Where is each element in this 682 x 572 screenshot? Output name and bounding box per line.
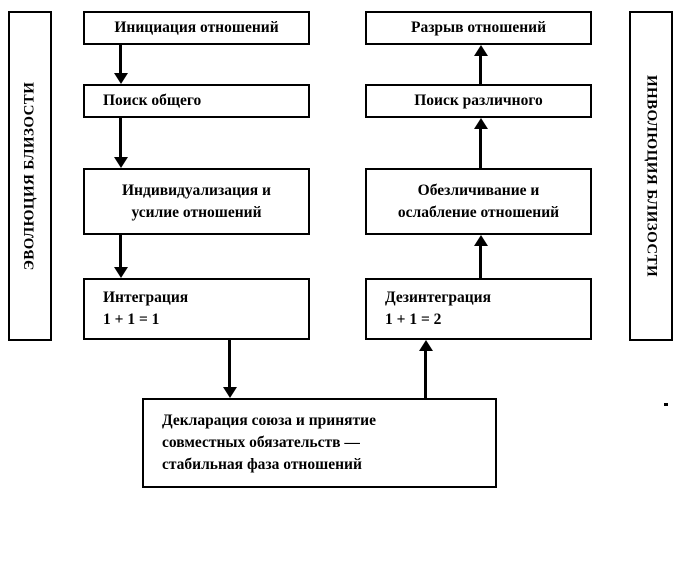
left-axis-label-box: ЭВОЛЮЦИЯ БЛИЗОСТИ	[8, 11, 52, 341]
node-common-search: Поиск общего	[83, 84, 310, 118]
left-axis-label-text: ЭВОЛЮЦИЯ БЛИЗОСТИ	[21, 81, 38, 271]
right-axis-label-box: ИНВОЛЮЦИЯ БЛИЗОСТИ	[629, 11, 673, 341]
connector-difference-search-to-breakup-arrow	[473, 45, 488, 56]
node-integration-line2: 1 + 1 = 1	[103, 311, 160, 328]
connector-initiation-to-common-search-arrow	[113, 73, 128, 84]
node-integration: Интеграция 1 + 1 = 1	[83, 278, 310, 340]
node-disintegration-line2: 1 + 1 = 2	[385, 311, 442, 328]
node-disintegration: Дезинтеграция 1 + 1 = 2	[365, 278, 592, 340]
connector-integration-to-declaration-arrow	[222, 387, 237, 398]
node-common-search-line1: Поиск общего	[103, 92, 202, 109]
node-depersonalization: Обезличивание и ослабление отношений	[365, 168, 592, 235]
connector-initiation-to-common-search-line	[119, 45, 122, 74]
node-breakup-line1: Разрыв отношений	[410, 19, 546, 36]
node-individualization-line1: Индивидуализация и	[122, 181, 271, 199]
connector-individualization-to-integration-line	[119, 235, 122, 267]
node-integration-line1: Интеграция	[103, 289, 189, 306]
node-individualization-line2: усилие отношений	[131, 203, 262, 221]
connector-depersonalization-to-difference-search-arrow	[473, 118, 488, 129]
connector-declaration-to-disintegration-arrow	[418, 340, 433, 351]
node-initiation: Инициация отношений	[83, 11, 310, 45]
right-axis-label-text: ИНВОЛЮЦИЯ БЛИЗОСТИ	[643, 74, 660, 278]
connector-common-search-to-individualization-arrow	[113, 157, 128, 168]
connector-declaration-to-disintegration-line	[424, 351, 427, 398]
node-individualization: Индивидуализация и усилие отношений	[83, 168, 310, 235]
scan-artifact-speck	[664, 403, 668, 406]
connector-disintegration-to-depersonalization-line	[479, 246, 482, 278]
node-difference-search: Поиск различного	[365, 84, 592, 118]
node-declaration: Декларация союза и принятие совместных о…	[142, 398, 497, 488]
node-declaration-line2: совместных обязательств —	[162, 434, 360, 451]
node-depersonalization-line2: ослабление отношений	[397, 203, 560, 221]
node-initiation-line1: Инициация отношений	[114, 19, 279, 36]
node-breakup: Разрыв отношений	[365, 11, 592, 45]
node-declaration-line1: Декларация союза и принятие	[162, 412, 376, 429]
node-disintegration-line1: Дезинтеграция	[385, 289, 491, 306]
node-declaration-line3: стабильная фаза отношений	[162, 456, 362, 473]
node-depersonalization-line1: Обезличивание и	[417, 181, 540, 199]
connector-depersonalization-to-difference-search-line	[479, 129, 482, 168]
connector-difference-search-to-breakup-line	[479, 56, 482, 84]
connector-common-search-to-individualization-line	[119, 118, 122, 157]
node-difference-search-line1: Поиск различного	[414, 92, 543, 109]
connector-individualization-to-integration-arrow	[113, 267, 128, 278]
connector-integration-to-declaration-line	[228, 340, 231, 387]
connector-disintegration-to-depersonalization-arrow	[473, 235, 488, 246]
